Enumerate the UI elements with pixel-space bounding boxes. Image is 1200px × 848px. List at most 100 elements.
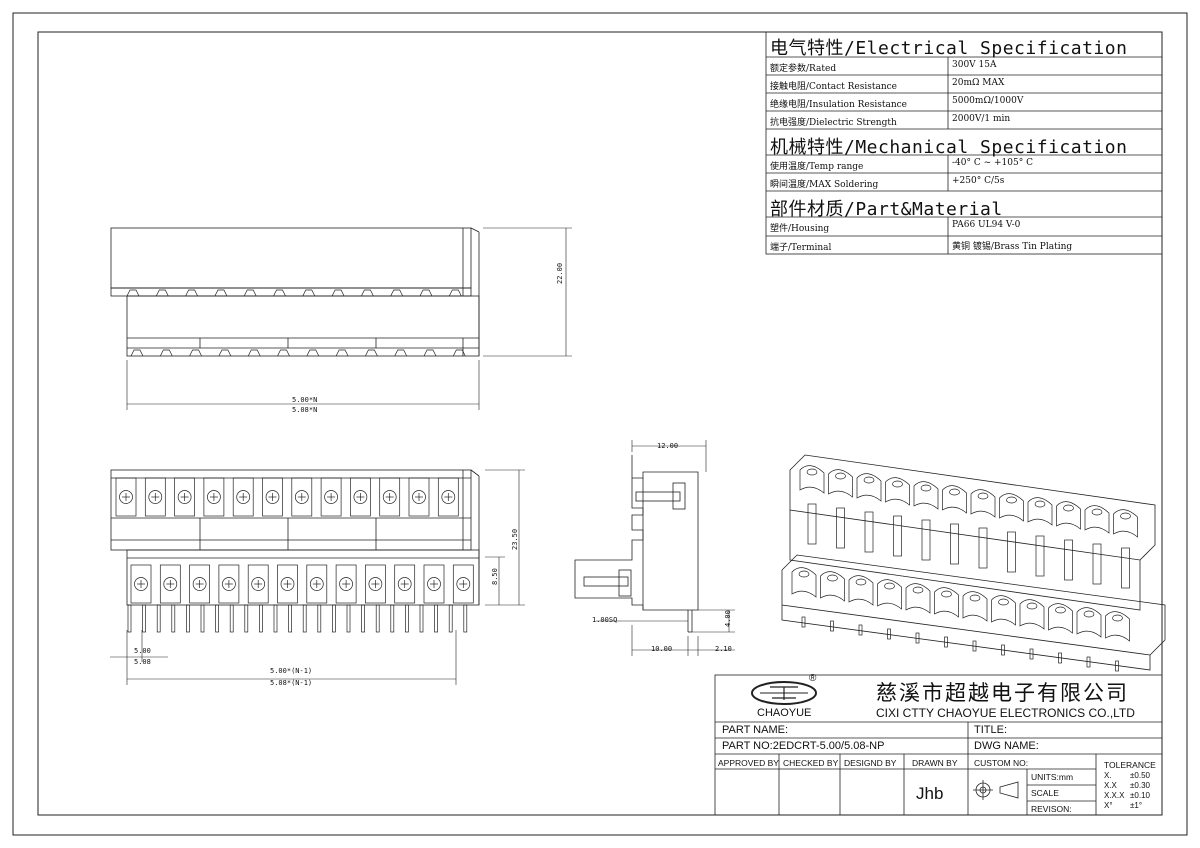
screw-housing (306, 564, 328, 604)
top-notch (302, 289, 316, 297)
iso-lower-pin (1001, 644, 1005, 656)
pin (215, 604, 219, 633)
iso-upper-screw (892, 480, 903, 488)
screw-circle (324, 490, 338, 504)
screw-circle (294, 490, 309, 504)
iso-upper-screw (835, 472, 846, 480)
screw-circle (397, 577, 412, 591)
iso-upper-slot (836, 507, 845, 549)
logo-registered-mark: ® (809, 673, 817, 684)
iso-upper-cell (999, 493, 1024, 522)
iso-upper-cell (942, 485, 967, 514)
screw-circle (309, 577, 324, 591)
screw-housing (232, 477, 254, 517)
screw-circle (222, 577, 236, 591)
screw-housing (365, 564, 386, 604)
custom-no-label: CUSTOM NO: (974, 758, 1029, 768)
checked-by-label: CHECKED BY (783, 758, 839, 768)
top-notch-lower (247, 349, 261, 357)
screw-circle (251, 577, 266, 591)
top-notch (331, 289, 345, 297)
pin (346, 604, 351, 633)
iso-upper-cell (970, 489, 996, 518)
drawn-by-value: Jhb (916, 784, 944, 803)
iso-lower-pin (1115, 660, 1119, 672)
spec-label-contact: 接触电阻/Contact Resistance (770, 82, 897, 92)
iso-lower-cell (848, 575, 874, 606)
part-name-label: PART NAME: (722, 724, 789, 736)
iso-upper-screw (1063, 504, 1074, 512)
pin (463, 604, 468, 633)
screw-housing (335, 564, 357, 604)
screw-housing (394, 564, 416, 604)
screw-circle (368, 577, 383, 591)
iso-view-cells (791, 465, 1138, 672)
top-notch-lower (159, 349, 173, 357)
outer-frame (12, 12, 1188, 836)
iso-upper-cell (799, 465, 825, 494)
pin (127, 604, 132, 633)
iso-upper-slot (807, 503, 817, 545)
iso-upper-cell (856, 473, 882, 502)
scale-label: SCALE (1031, 788, 1059, 798)
dim-top-width-a: 5.00*N (292, 396, 318, 404)
screw-housing (247, 564, 269, 604)
iso-lower-pin (830, 620, 834, 632)
approved-by-label: APPROVED BY (718, 758, 779, 768)
screw-housing (189, 564, 210, 604)
tolerance-value-3: ±1° (1130, 801, 1143, 810)
electrical-spec-title: 电气特性/Electrical Specification (770, 38, 1128, 59)
iso-lower-cell (820, 571, 845, 602)
iso-upper-screw (977, 492, 989, 500)
screw-circle (427, 577, 441, 591)
top-notch-lower (189, 349, 202, 357)
material-spec-title: 部件材质/Part&Material (770, 199, 1003, 220)
screw-housing (262, 477, 283, 517)
iso-upper-screw (806, 468, 818, 476)
company-logo (751, 681, 817, 705)
spec-value-rated: 300V 15A (952, 60, 997, 70)
spec-value-dielectric: 2000V/1 min (952, 114, 1011, 124)
iso-upper-screw (920, 484, 932, 492)
title-label: TITLE: (974, 724, 1008, 736)
pin (229, 604, 234, 633)
tolerance-key-2: X.X.X (1104, 791, 1125, 800)
iso-lower-cell (791, 567, 817, 598)
spec-value-insulation: 5000mΩ/1000V (952, 96, 1024, 106)
iso-lower-cell (877, 579, 902, 610)
pin (171, 604, 176, 633)
top-notch-lower (306, 349, 320, 357)
inner-frame (37, 31, 1163, 816)
dwg-name-label: DWG NAME: (974, 740, 1039, 752)
dim-pitch-b: 5.08 (134, 658, 151, 666)
screw-housing (115, 477, 137, 517)
tolerance-key-3: X° (1104, 801, 1113, 810)
top-notch-lower (365, 349, 378, 357)
spec-label-temp: 使用温度/Temp range (770, 162, 864, 172)
pin (288, 604, 292, 633)
top-notch-lower (130, 349, 144, 357)
pin (273, 604, 278, 633)
screw-circle (339, 577, 353, 591)
logo-text: CHAOYUE (757, 707, 812, 719)
top-notch-lower (394, 349, 408, 357)
iso-lower-cell (1048, 603, 1073, 634)
pin (448, 604, 453, 633)
iso-lower-cell (991, 595, 1016, 626)
screw-housing (144, 477, 166, 517)
iso-upper-slot (1035, 535, 1045, 577)
tolerance-value-2: ±0.10 (1130, 791, 1150, 800)
pin (434, 604, 438, 633)
dim-pitch-a: 5.00 (134, 647, 151, 655)
pin (186, 604, 190, 633)
iso-lower-cell (1019, 599, 1045, 630)
part-no-label: PART NO:2EDCRT-5.00/5.08-NP (722, 740, 885, 752)
dim-top-width-b: 5.08*N (292, 406, 318, 414)
tolerance-key-1: X.X (1104, 781, 1117, 790)
screw-housing (218, 564, 240, 604)
screw-housing (452, 564, 474, 604)
screw-circle (177, 490, 192, 504)
screw-circle (134, 577, 148, 591)
pin (390, 604, 395, 633)
iso-lower-cell (1076, 607, 1102, 638)
